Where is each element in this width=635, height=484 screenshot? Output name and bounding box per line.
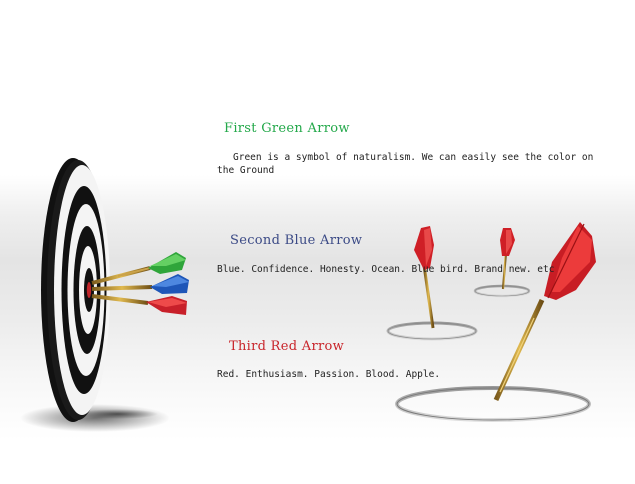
dartboard-icon — [20, 158, 170, 432]
section-text-blue: Blue. Confidence. Honesty. Ocean. Blue b… — [217, 264, 555, 275]
dart-icon — [473, 228, 531, 298]
dart-icon — [91, 252, 189, 315]
dart-icon — [386, 226, 478, 341]
section-text-green: Green is a symbol of naturalism. We can … — [217, 152, 594, 176]
section-text-red: Red. Enthusiasm. Passion. Blood. Apple. — [217, 369, 441, 380]
dart-icon — [395, 222, 596, 422]
section-title-blue: Second Blue Arrow — [230, 233, 363, 248]
section-title-green: First Green Arrow — [224, 121, 350, 136]
section-title-red: Third Red Arrow — [229, 339, 345, 354]
